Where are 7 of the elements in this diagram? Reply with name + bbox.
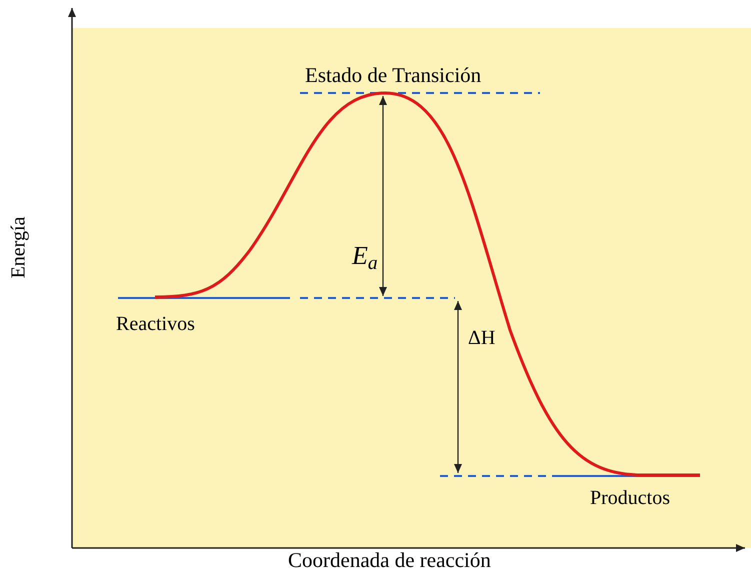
axis-title: Energía [6,216,30,278]
state-label: Productos [590,486,670,511]
axis-title: Coordenada de reacción [288,547,491,574]
state-label: Reactivos [116,312,195,337]
measure-label: ΔH [468,326,496,351]
state-label: Estado de Transición [305,62,482,88]
measure-label: E$_{a}$ [352,240,378,272]
